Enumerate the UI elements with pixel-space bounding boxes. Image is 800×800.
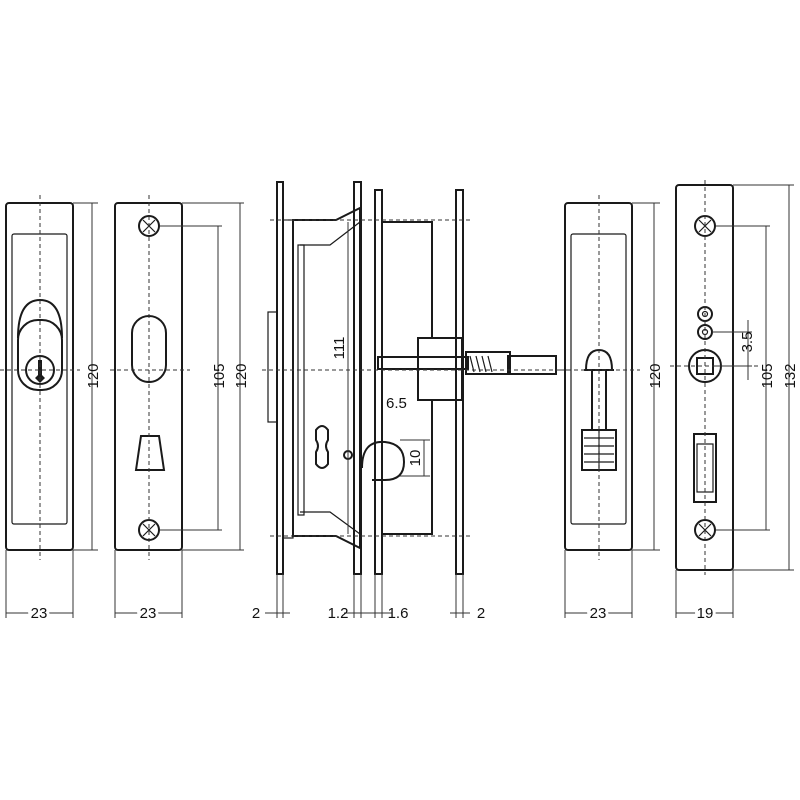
dim-width-front-1: 23 <box>31 605 48 622</box>
dim-thickness-right: 2 <box>477 605 485 622</box>
view-front-key-handle: 120 23 <box>0 195 102 625</box>
dim-height-plate-2-a: 105 <box>759 363 776 388</box>
dim-height-front-3: 120 <box>647 363 664 388</box>
view-back-plate: 105 120 23 <box>110 195 250 625</box>
dim-height-plate-1-b: 120 <box>233 363 250 388</box>
dim-offset-6-5: 6.5 <box>386 395 407 412</box>
dim-thickness-mid-right: 1.6 <box>388 605 409 622</box>
dim-thickness-mid-left: 1.2 <box>328 605 349 622</box>
keyhole-slot-icon <box>315 425 329 469</box>
dim-width-side-plate: 19 <box>697 605 714 622</box>
view-side-section: 111 6.5 10 2 1.2 1.6 2 <box>252 181 570 622</box>
dim-width-front-2: 23 <box>140 605 157 622</box>
view-front-thumbturn-handle: 120 23 <box>560 195 664 625</box>
dim-offset-3-5: 3.5 <box>739 332 756 353</box>
dim-thickness-left: 2 <box>252 605 260 622</box>
dim-height-mechanism: 111 <box>331 337 348 360</box>
view-strike-plate: 3.5 105 132 19 <box>670 180 799 625</box>
dim-width-front-3: 23 <box>590 605 607 622</box>
dim-height-plate-2-b: 132 <box>782 363 799 388</box>
dim-height-plate-1-a: 105 <box>211 363 228 388</box>
dim-height-front-1: 120 <box>85 363 102 388</box>
dim-offset-10: 10 <box>407 450 424 467</box>
